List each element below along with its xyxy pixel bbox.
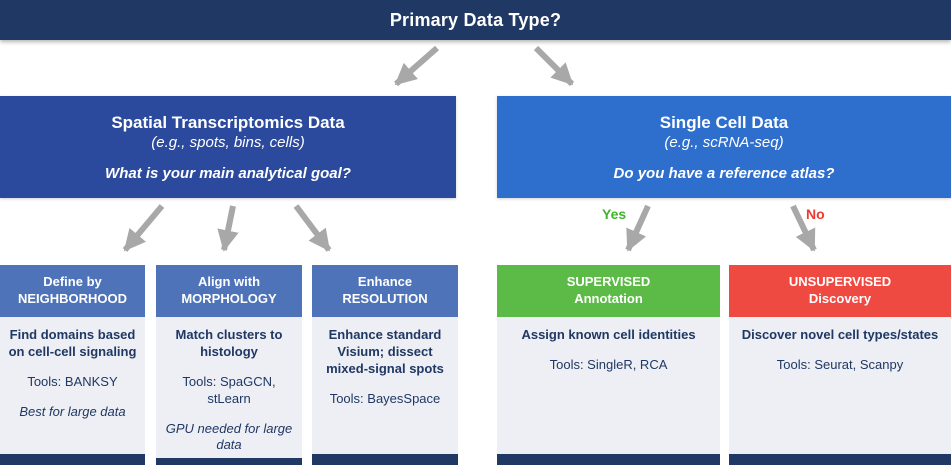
spatial-title: Spatial Transcriptomics Data [111,113,345,133]
card-header: Enhance RESOLUTION [312,265,458,317]
card-description: Match clusters to histology [175,327,283,359]
card-tools: Tools: SpaGCN, stLearn [182,373,276,406]
card-define-by-neighborhood: Define by NEIGHBORHOOD Find domains base… [0,265,145,465]
card-header-line2: NEIGHBORHOOD [17,291,128,306]
card-description: Enhance standard Visium; dissect mixed-s… [326,327,444,376]
spatial-subtitle: (e.g., spots, bins, cells) [151,134,305,152]
card-unsupervised-discovery: UNSUPERVISED Discovery Discover novel ce… [729,265,951,465]
card-header-line1: Define by [43,274,102,290]
root-node: Primary Data Type? [0,0,951,40]
card-header-line1: Align with [197,274,261,290]
card-header: Align with MORPHOLOGY [156,265,302,317]
card-body: Enhance standard Visium; dissect mixed-s… [312,317,458,454]
branch-spatial-transcriptomics: Spatial Transcriptomics Data (e.g., spot… [0,96,456,198]
edge-label-no: No [806,206,825,222]
card-footer-bar [497,454,720,465]
single-cell-title: Single Cell Data [659,113,789,133]
card-body: Match clusters to histology Tools: SpaGC… [156,317,302,459]
card-header-line2: RESOLUTION [342,291,428,306]
card-header-line1: Enhance [357,274,413,290]
card-note: GPU needed for large data [165,420,293,453]
card-tools: Tools: SingleR, RCA [549,356,668,372]
arrow-spatial-to-morphology [217,205,239,252]
card-tools: Tools: BANKSY [27,373,118,389]
card-header: SUPERVISED Annotation [497,265,720,317]
card-footer-bar [729,454,951,465]
arrow-root-to-spatial [394,45,439,87]
card-header-line2: MORPHOLOGY [181,291,277,306]
single-cell-subtitle: (e.g., scRNA-seq) [664,134,784,152]
edge-label-yes: Yes [602,206,627,222]
card-body: Discover novel cell types/states Tools: … [729,317,951,454]
card-note: Best for large data [19,403,126,419]
card-footer-bar [0,454,145,465]
arrow-yes-to-supervised [625,204,651,252]
root-title: Primary Data Type? [389,9,562,30]
arrow-root-to-single-cell [533,45,575,87]
card-tools: Tools: BayesSpace [329,390,441,406]
card-body: Assign known cell identities Tools: Sing… [497,317,720,454]
card-header: UNSUPERVISED Discovery [729,265,951,317]
card-header: Define by NEIGHBORHOOD [0,265,145,317]
arrow-spatial-to-neighborhood [122,204,165,252]
single-cell-question: Do you have a reference atlas? [613,164,835,182]
card-body: Find domains based on cell-cell signalin… [0,317,145,454]
branch-single-cell: Single Cell Data (e.g., scRNA-seq) Do yo… [497,96,951,198]
card-align-with-morphology: Align with MORPHOLOGY Match clusters to … [156,265,302,465]
spatial-question: What is your main analytical goal? [105,164,351,182]
arrow-spatial-to-resolution [293,204,332,252]
card-supervised-annotation: SUPERVISED Annotation Assign known cell … [497,265,720,465]
card-enhance-resolution: Enhance RESOLUTION Enhance standard Visi… [312,265,458,465]
card-header-line2: Annotation [574,291,643,306]
card-description: Discover novel cell types/states [741,327,939,342]
card-header-line1: UNSUPERVISED [788,274,892,290]
card-footer-bar [156,458,302,465]
card-tools: Tools: Seurat, Scanpy [776,356,904,372]
card-header-line1: SUPERVISED [566,274,651,290]
card-description: Find domains based on cell-cell signalin… [8,327,137,359]
card-footer-bar [312,454,458,465]
card-description: Assign known cell identities [521,327,696,342]
card-header-line2: Discovery [808,291,872,306]
